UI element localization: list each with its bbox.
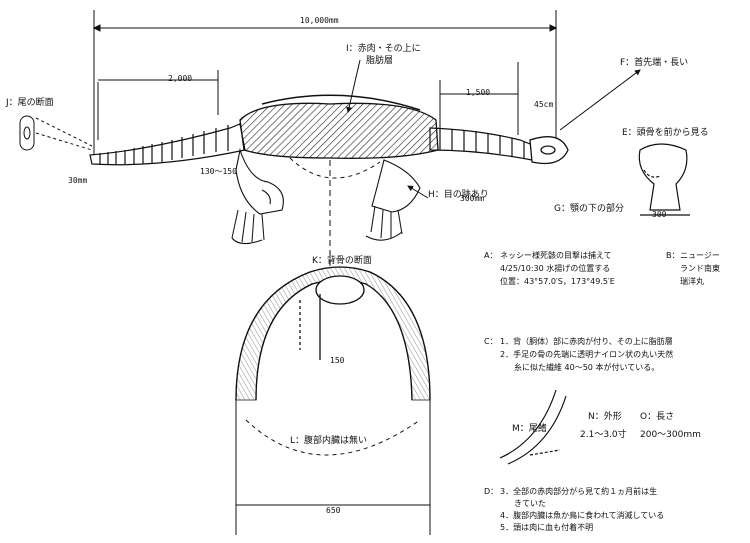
note-D-line3: 4．腹部内臓は魚か鳥に食われて消滅している — [500, 511, 665, 520]
label-G: G：顎の下の部分 — [554, 204, 624, 214]
head-small-dim: 45cm — [534, 100, 554, 109]
note-A-line3: 位置：43°57.0′S，173°49.5′E — [500, 277, 615, 286]
label-I: I：赤肉・その上に — [346, 44, 421, 54]
label-E: E：頭骨を前から見る — [622, 128, 709, 138]
note-C-line3: 糸に似た繊維 40～50 本が付いている。 — [514, 363, 660, 372]
width-dimension — [235, 400, 431, 535]
tail-section — [19, 115, 93, 151]
neck-arrow — [559, 69, 641, 131]
eye-pointer — [407, 185, 429, 199]
front-flipper — [231, 147, 284, 245]
note-B-line2: ランド南東 — [680, 264, 720, 273]
skull-front-view — [638, 143, 690, 216]
total-length: 10,000mm — [300, 16, 339, 25]
neck-length: 1,500 — [466, 88, 491, 97]
label-L: L：腹部内臓は無い — [290, 436, 368, 446]
abdominal-dashed — [245, 419, 421, 456]
label-M: M：尾鰭 — [512, 424, 547, 434]
note-A-line1: ネッシー様死骸の目撃は捕えて — [500, 251, 612, 260]
label-H: H：目の跡あり — [428, 190, 489, 200]
note-C-line1: 1．背（胴体）部に赤肉が付り、その上に脂肪層 — [500, 337, 673, 346]
body-width-dim: 650 — [326, 506, 341, 515]
value-N: 2.1～3.0寸 — [580, 430, 627, 440]
note-A-line2: 4/25/10:30 水揚げの位置する — [500, 264, 611, 273]
skull-width-dim: 300 — [652, 210, 667, 219]
note-D-line4: 5．頭は肉に血も付着不明 — [500, 523, 594, 532]
meat-pointer — [346, 59, 361, 113]
note-A-head: A： — [484, 251, 498, 260]
total-length-dimension — [92, 10, 558, 160]
note-D-line2: きていた — [514, 499, 546, 508]
label-N: N：外形 — [588, 412, 622, 422]
note-C-line2: 2．手足の骨の先端に透明ナイロン状の丸い天然 — [500, 350, 674, 359]
neck-length-dimension — [439, 62, 519, 135]
note-B-line3: 瑞洋丸 — [680, 277, 704, 286]
rear-flipper — [365, 159, 421, 241]
tail-length: 2,000 — [168, 74, 193, 83]
rib-height-dim: 150 — [330, 356, 345, 365]
note-B-head: B： — [666, 251, 680, 260]
tail-fin-sketch — [499, 389, 567, 465]
fin-length-dim: 130～150 — [200, 167, 237, 176]
label-I-sub: 脂肪層 — [366, 56, 394, 66]
note-C-head: C： — [484, 337, 498, 346]
label-K: K：背骨の断面 — [312, 256, 372, 266]
neck-width-dim: 300mm — [460, 194, 485, 203]
label-J: J：尾の断面 — [6, 98, 54, 108]
note-D-line1: 3．全部の赤肉部分がら見て約１ヵ月前は生 — [500, 487, 658, 496]
note-B-line1: ニュージー — [680, 251, 720, 260]
note-D-head: D： — [484, 487, 499, 496]
value-O: 200～300mm — [640, 430, 701, 440]
cross-section-arch — [235, 266, 431, 401]
label-F: F：首先端・長い — [620, 58, 689, 68]
torso-meat — [239, 94, 439, 159]
tail-end-dim: 30mm — [68, 176, 88, 185]
label-O: O：長さ — [640, 412, 675, 422]
tail-length-dimension — [97, 70, 219, 140]
belly-outline — [289, 157, 381, 179]
head — [529, 136, 569, 165]
